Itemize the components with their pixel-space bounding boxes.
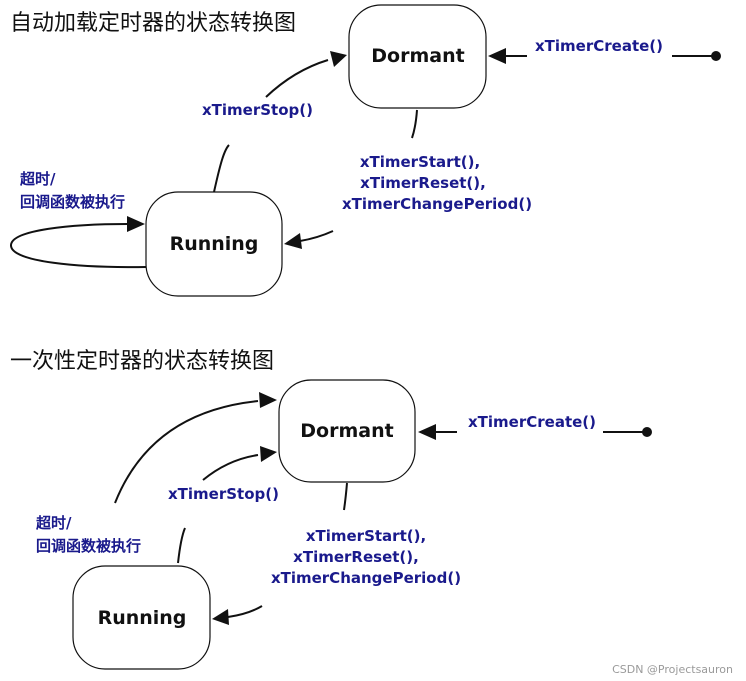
create-arrowhead-2: [418, 424, 436, 440]
dormant-state-2: Dormant: [278, 379, 416, 483]
stop-label-1: xTimerStop(): [202, 101, 313, 119]
callback-label-1b: 回调函数被执行: [20, 193, 125, 211]
diagram1-title: 自动加载定时器的状态转换图: [10, 11, 296, 36]
self-loop-arrowhead-1: [127, 216, 145, 232]
create-label-2: xTimerCreate(): [468, 413, 596, 431]
dormant-box-2: [278, 379, 416, 483]
watermark: CSDN @Projectsauron: [612, 663, 733, 676]
timeout-arrowhead-2: [259, 392, 277, 408]
running-box-2: [72, 565, 211, 670]
diagram-one-shot: 一次性定时器的状态转换图 Dormant Running xTimerCreat…: [10, 349, 652, 670]
diagram2-title: 一次性定时器的状态转换图: [10, 349, 274, 374]
stop-edge-upper-2: [202, 454, 259, 481]
dormant-state-1: Dormant: [348, 4, 487, 109]
stop-arrowhead-1: [330, 51, 347, 67]
callback-label-1a: 超时/: [19, 170, 56, 188]
callback-label-2b: 回调函数被执行: [36, 537, 141, 555]
start-label-2a: xTimerStart(),: [306, 527, 426, 545]
running-state-2: Running: [72, 565, 211, 670]
start-label-1a: xTimerStart(),: [360, 153, 480, 171]
dormant-box-1: [348, 4, 487, 109]
stop-arrowhead-2: [260, 446, 277, 462]
dormant-label-2: Dormant: [300, 420, 393, 442]
timeout-edge-2: [114, 400, 259, 504]
create-arrowhead-1: [488, 48, 506, 64]
stop-edge-upper-1: [265, 59, 329, 98]
self-loop-edge-1: [9, 223, 147, 269]
dormant-label-1: Dormant: [371, 45, 464, 67]
start-label-1b: xTimerReset(),: [360, 174, 486, 192]
initial-dot-1: [711, 51, 721, 61]
start-edge-upper-2: [343, 482, 348, 511]
initial-dot-2: [642, 427, 652, 437]
stop-edge-lower-1: [213, 144, 230, 193]
start-edge-lower-2: [227, 605, 263, 618]
start-label-2c: xTimerChangePeriod(): [271, 569, 461, 587]
start-label-2b: xTimerReset(),: [293, 548, 419, 566]
start-arrowhead-1: [284, 233, 302, 249]
start-edge-lower-1: [299, 230, 334, 242]
start-label-1c: xTimerChangePeriod(): [342, 195, 532, 213]
diagram-auto-reload: 自动加载定时器的状态转换图 Dormant Running xTimerCrea…: [9, 4, 721, 297]
running-label-1: Running: [170, 233, 259, 255]
create-label-1: xTimerCreate(): [535, 37, 663, 55]
start-arrowhead-2: [212, 609, 229, 625]
stop-edge-lower-2: [177, 527, 186, 564]
running-label-2: Running: [98, 607, 187, 629]
start-edge-upper-1: [411, 109, 418, 139]
stop-label-2: xTimerStop(): [168, 485, 279, 503]
running-state-1: Running: [145, 191, 283, 297]
callback-label-2a: 超时/: [35, 514, 72, 532]
